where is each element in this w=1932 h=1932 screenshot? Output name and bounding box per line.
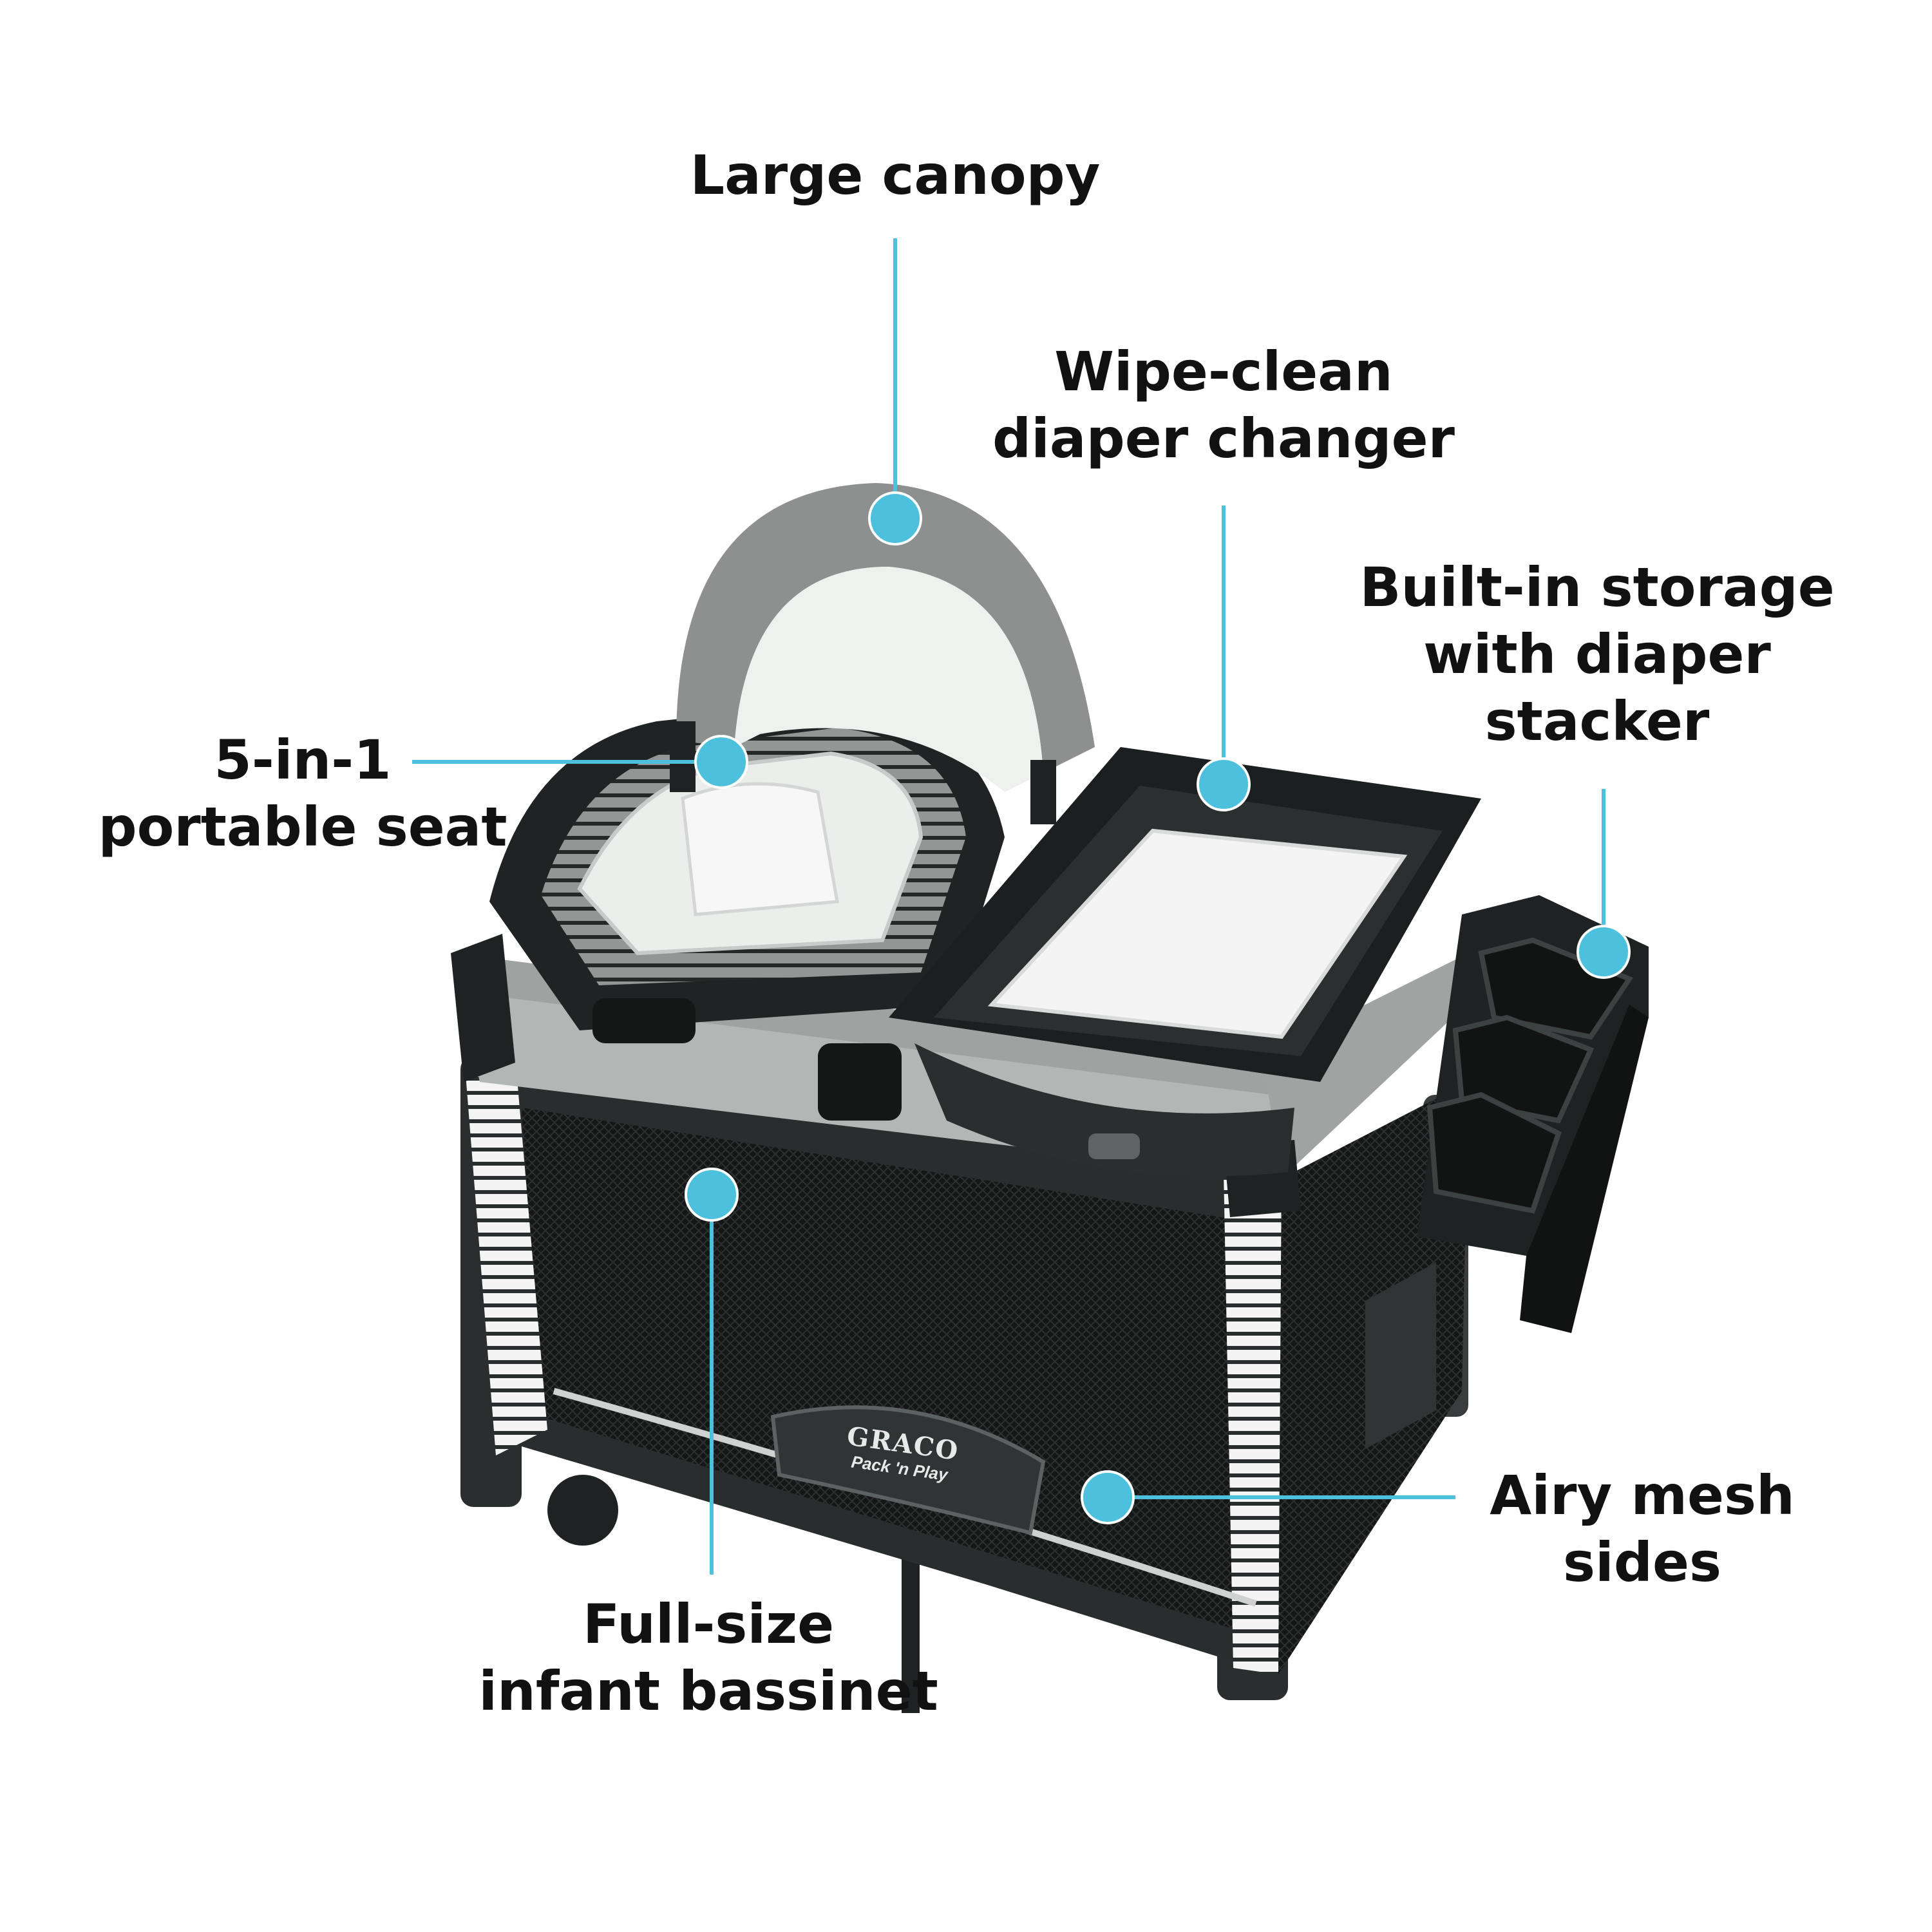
bassinet-callout-dot [685, 1168, 739, 1222]
callout-line: portable seat [98, 795, 507, 858]
yard-front-side [464, 1050, 1282, 1674]
callout-wipe-clean-diaper-changer: Wipe-clean diaper changer [972, 338, 1475, 472]
callout-airy-mesh-sides: Airy mesh sides [1449, 1462, 1835, 1596]
storage-callout-dot [1577, 925, 1631, 979]
callout-line: diaper changer [992, 407, 1455, 470]
callout-line: stacker [1484, 690, 1710, 753]
callout-full-size-infant-bassinet: Full-size infant bassinet [457, 1591, 960, 1725]
callout-line: Airy mesh [1490, 1464, 1795, 1527]
leader-lines [412, 238, 1605, 1575]
callout-large-canopy: Large canopy [644, 142, 1146, 209]
portable-seat [489, 702, 1005, 1121]
canopy [670, 483, 1095, 824]
callout-line: Large canopy [690, 144, 1101, 207]
callout-line: Built-in storage [1359, 556, 1835, 619]
seat-callout-dot [694, 735, 748, 789]
callout-line: Wipe-clean [1054, 340, 1393, 403]
canopy-callout-dot [868, 491, 922, 545]
callout-line: with diaper [1423, 623, 1771, 686]
callout-line: 5-in-1 [214, 728, 392, 791]
changer-callout-dot [1197, 757, 1251, 811]
callout-portable-seat: 5-in-1 portable seat [97, 726, 509, 860]
callout-line: Full-size [582, 1593, 835, 1656]
callout-line: sides [1563, 1531, 1721, 1594]
storage-organizer [1417, 895, 1649, 1333]
diaper-changer [889, 747, 1481, 1177]
callout-built-in-storage: Built-in storage with diaper stacker [1327, 554, 1868, 755]
mesh-callout-dot [1081, 1470, 1135, 1524]
callout-line: infant bassinet [478, 1660, 938, 1723]
